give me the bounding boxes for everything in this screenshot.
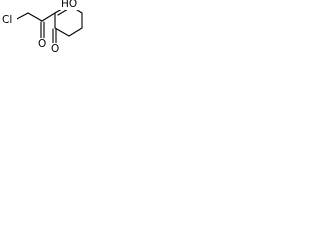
chemical-structure: Cl HO O O xyxy=(1,0,83,55)
bond-carbonyl-ring xyxy=(41,12,56,22)
atom-labels: Cl HO O O xyxy=(1,0,79,55)
bond-ring-c6-c1 xyxy=(54,27,70,37)
hydroxyl-label: HO xyxy=(61,0,77,10)
side-chain-oxygen-label: O xyxy=(38,38,46,50)
ring-oxygen-label: O xyxy=(51,43,59,55)
bond-ch2-carbonyl xyxy=(27,12,43,22)
chlorine-label: Cl xyxy=(2,14,12,26)
bond-ring-c5-c6 xyxy=(68,27,83,37)
bond-cl-ch2 xyxy=(14,12,29,21)
